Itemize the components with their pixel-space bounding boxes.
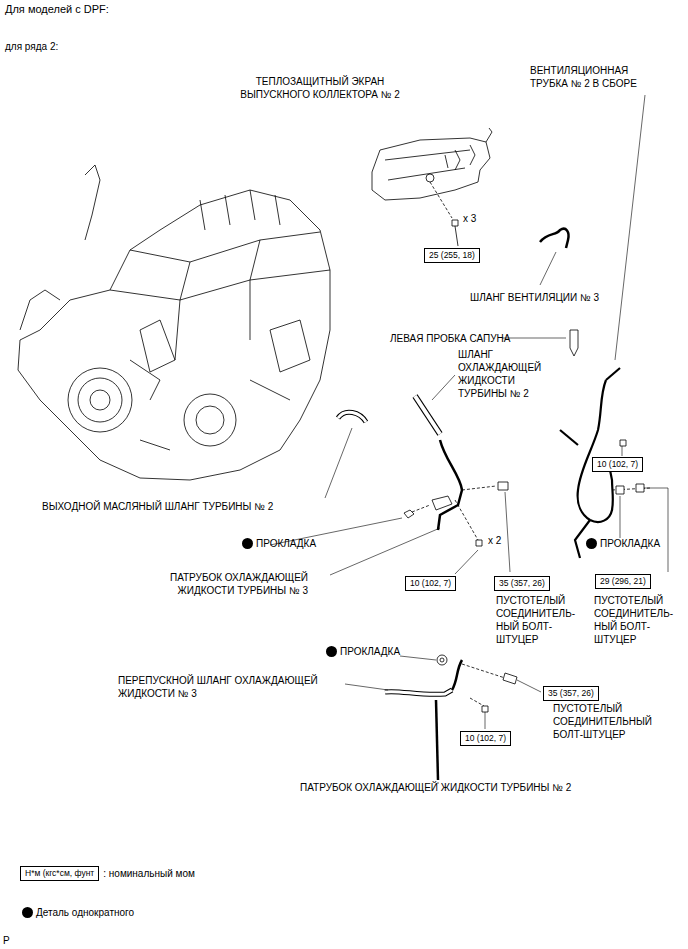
legend-swatch xyxy=(22,907,33,918)
torque-box: 10 (102, 7) xyxy=(592,457,643,472)
part-label: ШЛАНГ ОХЛАЖДАЮЩЕЙ ЖИДКОСТИ ТУРБИНЫ № 2 xyxy=(458,348,552,400)
part-label: ВЫХОДНОЙ МАСЛЯНЫЙ ШЛАНГ ТУРБИНЫ № 2 xyxy=(42,500,273,513)
legend-text: Деталь однократного xyxy=(36,906,134,919)
legend-text: : номинальный мом xyxy=(103,867,195,880)
diagram-title: Для моделей с DPF: xyxy=(5,3,109,16)
page-marker: P xyxy=(3,934,10,947)
part-label: ПУСТОТЕЛЫЙ СОЕДИНИТЕЛЬ- НЫЙ БОЛТ-ШТУЦЕР xyxy=(594,594,682,646)
part-label: ПАТРУБОК ОХЛАЖДАЮЩЕЙ ЖИДКОСТИ ТУРБИНЫ № … xyxy=(300,781,571,794)
torque-value: 35 (357, 26) xyxy=(548,688,594,698)
part-label: ШЛАНГ ВЕНТИЛЯЦИИ № 3 xyxy=(470,291,599,304)
part-label: ПУСТОТЕЛЫЙ СОЕДИНИТЕЛЬ- НЫЙ БОЛТ-ШТУЦЕР xyxy=(496,594,584,646)
torque-value: Н*м (кгс*см, фунт xyxy=(25,868,94,878)
torque-value: 10 (102, 7) xyxy=(410,578,451,588)
one-time-part-dot xyxy=(326,646,337,657)
torque-box: 25 (255, 18) xyxy=(424,248,480,263)
breather-plug xyxy=(570,330,578,356)
part-label: ПУСТОТЕЛЫЙ СОЕДИНИТЕЛЬНЫЙ БОЛТ-ШТУЦЕР xyxy=(553,702,665,741)
part-label: ЛЕВАЯ ПРОБКА САПУНА xyxy=(390,332,510,345)
part-label: ВЕНТИЛЯЦИОННАЯ ТРУБКА № 2 В СБОРЕ xyxy=(530,64,662,90)
heat-shield xyxy=(372,128,492,246)
part-label: для ряда 2: xyxy=(5,40,58,53)
one-time-part-dot xyxy=(242,538,253,549)
vent-hose xyxy=(540,229,569,248)
part-label: ПРОКЛАДКА xyxy=(600,537,660,550)
torque-value: 29 (296, 21) xyxy=(600,576,646,586)
part-label: x 3 xyxy=(463,212,476,225)
torque-box: 35 (357, 26) xyxy=(543,686,599,701)
torque-box: 29 (296, 21) xyxy=(595,574,651,589)
torque-box: 35 (357, 26) xyxy=(494,576,550,591)
part-label: ПРОКЛАДКА xyxy=(340,645,400,658)
part-label: ПАТРУБОК ОХЛАЖДАЮЩЕЙ ЖИДКОСТИ ТУРБИНЫ № … xyxy=(136,571,308,597)
torque-box: 10 (102, 7) xyxy=(405,576,456,591)
part-label: ТЕПЛОЗАЩИТНЫЙ ЭКРАН ВЫПУСКНОГО КОЛЛЕКТОР… xyxy=(224,75,416,101)
torque-box: 10 (102, 7) xyxy=(460,731,511,746)
engine-drawing xyxy=(18,165,330,480)
legend-torque-box: Н*м (кгс*см, фунт xyxy=(20,866,99,881)
torque-value: 10 (102, 7) xyxy=(465,733,506,743)
torque-value: 10 (102, 7) xyxy=(597,459,638,469)
one-time-part-dot xyxy=(586,538,597,549)
vent-tube xyxy=(578,380,613,522)
torque-value: 25 (255, 18) xyxy=(429,250,475,260)
part-label: ПЕРЕПУСКНОЙ ШЛАНГ ОХЛАЖДАЮЩЕЙ ЖИДКОСТИ №… xyxy=(118,674,354,700)
coolant-pipe xyxy=(438,440,462,530)
part-label: x 2 xyxy=(488,534,501,547)
part-label: ПРОКЛАДКА xyxy=(256,537,316,550)
torque-value: 35 (357, 26) xyxy=(499,578,545,588)
